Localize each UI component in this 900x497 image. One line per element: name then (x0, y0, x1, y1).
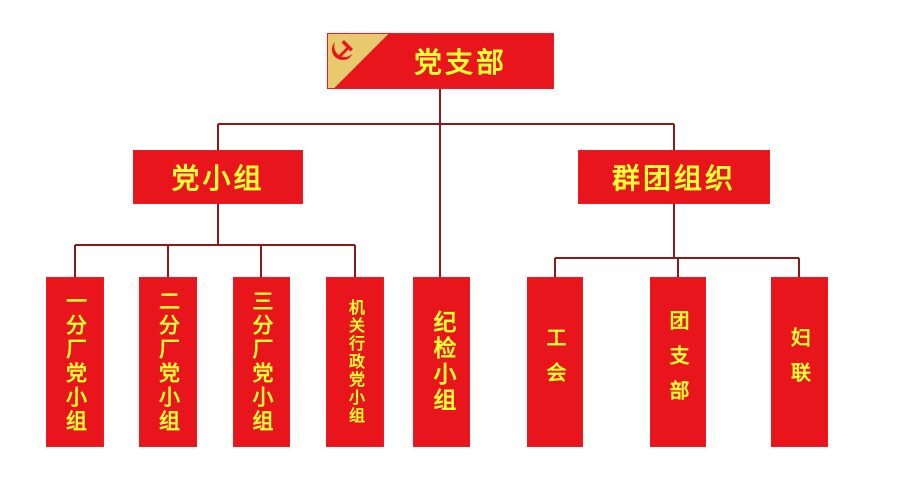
node-mass-organizations-label: 群团组织 (611, 162, 736, 195)
node-party-group: 党小组 (133, 150, 303, 204)
node-label: 纪检小组 (429, 310, 455, 414)
node-party-group-label: 党小组 (171, 162, 265, 195)
hammer-sickle-icon (331, 40, 353, 61)
node-youth-league-branch: 团支部 (650, 277, 706, 447)
node-party-branch: 党支部 (327, 33, 554, 89)
node-admin-party-group: 机关行政党小组 (326, 277, 384, 447)
node-party-branch-label: 党支部 (413, 46, 507, 79)
node-label: 二分厂党小组 (156, 290, 181, 434)
node-discipline-group: 纪检小组 (413, 277, 470, 447)
node-label: 妇联 (787, 327, 812, 397)
node-label: 工会 (543, 327, 567, 397)
node-womens-federation: 妇联 (771, 277, 828, 447)
node-first-factory-party-group: 一分厂党小组 (46, 277, 104, 447)
node-mass-organizations: 群团组织 (578, 150, 770, 204)
node-third-factory-party-group: 三分厂党小组 (233, 277, 290, 447)
node-label: 一分厂党小组 (63, 290, 88, 434)
node-label: 机关行政党小组 (346, 299, 365, 425)
node-labor-union: 工会 (527, 277, 583, 447)
node-second-factory-party-group: 二分厂党小组 (139, 277, 197, 447)
node-label: 三分厂党小组 (250, 290, 274, 434)
node-label: 团支部 (666, 309, 690, 415)
